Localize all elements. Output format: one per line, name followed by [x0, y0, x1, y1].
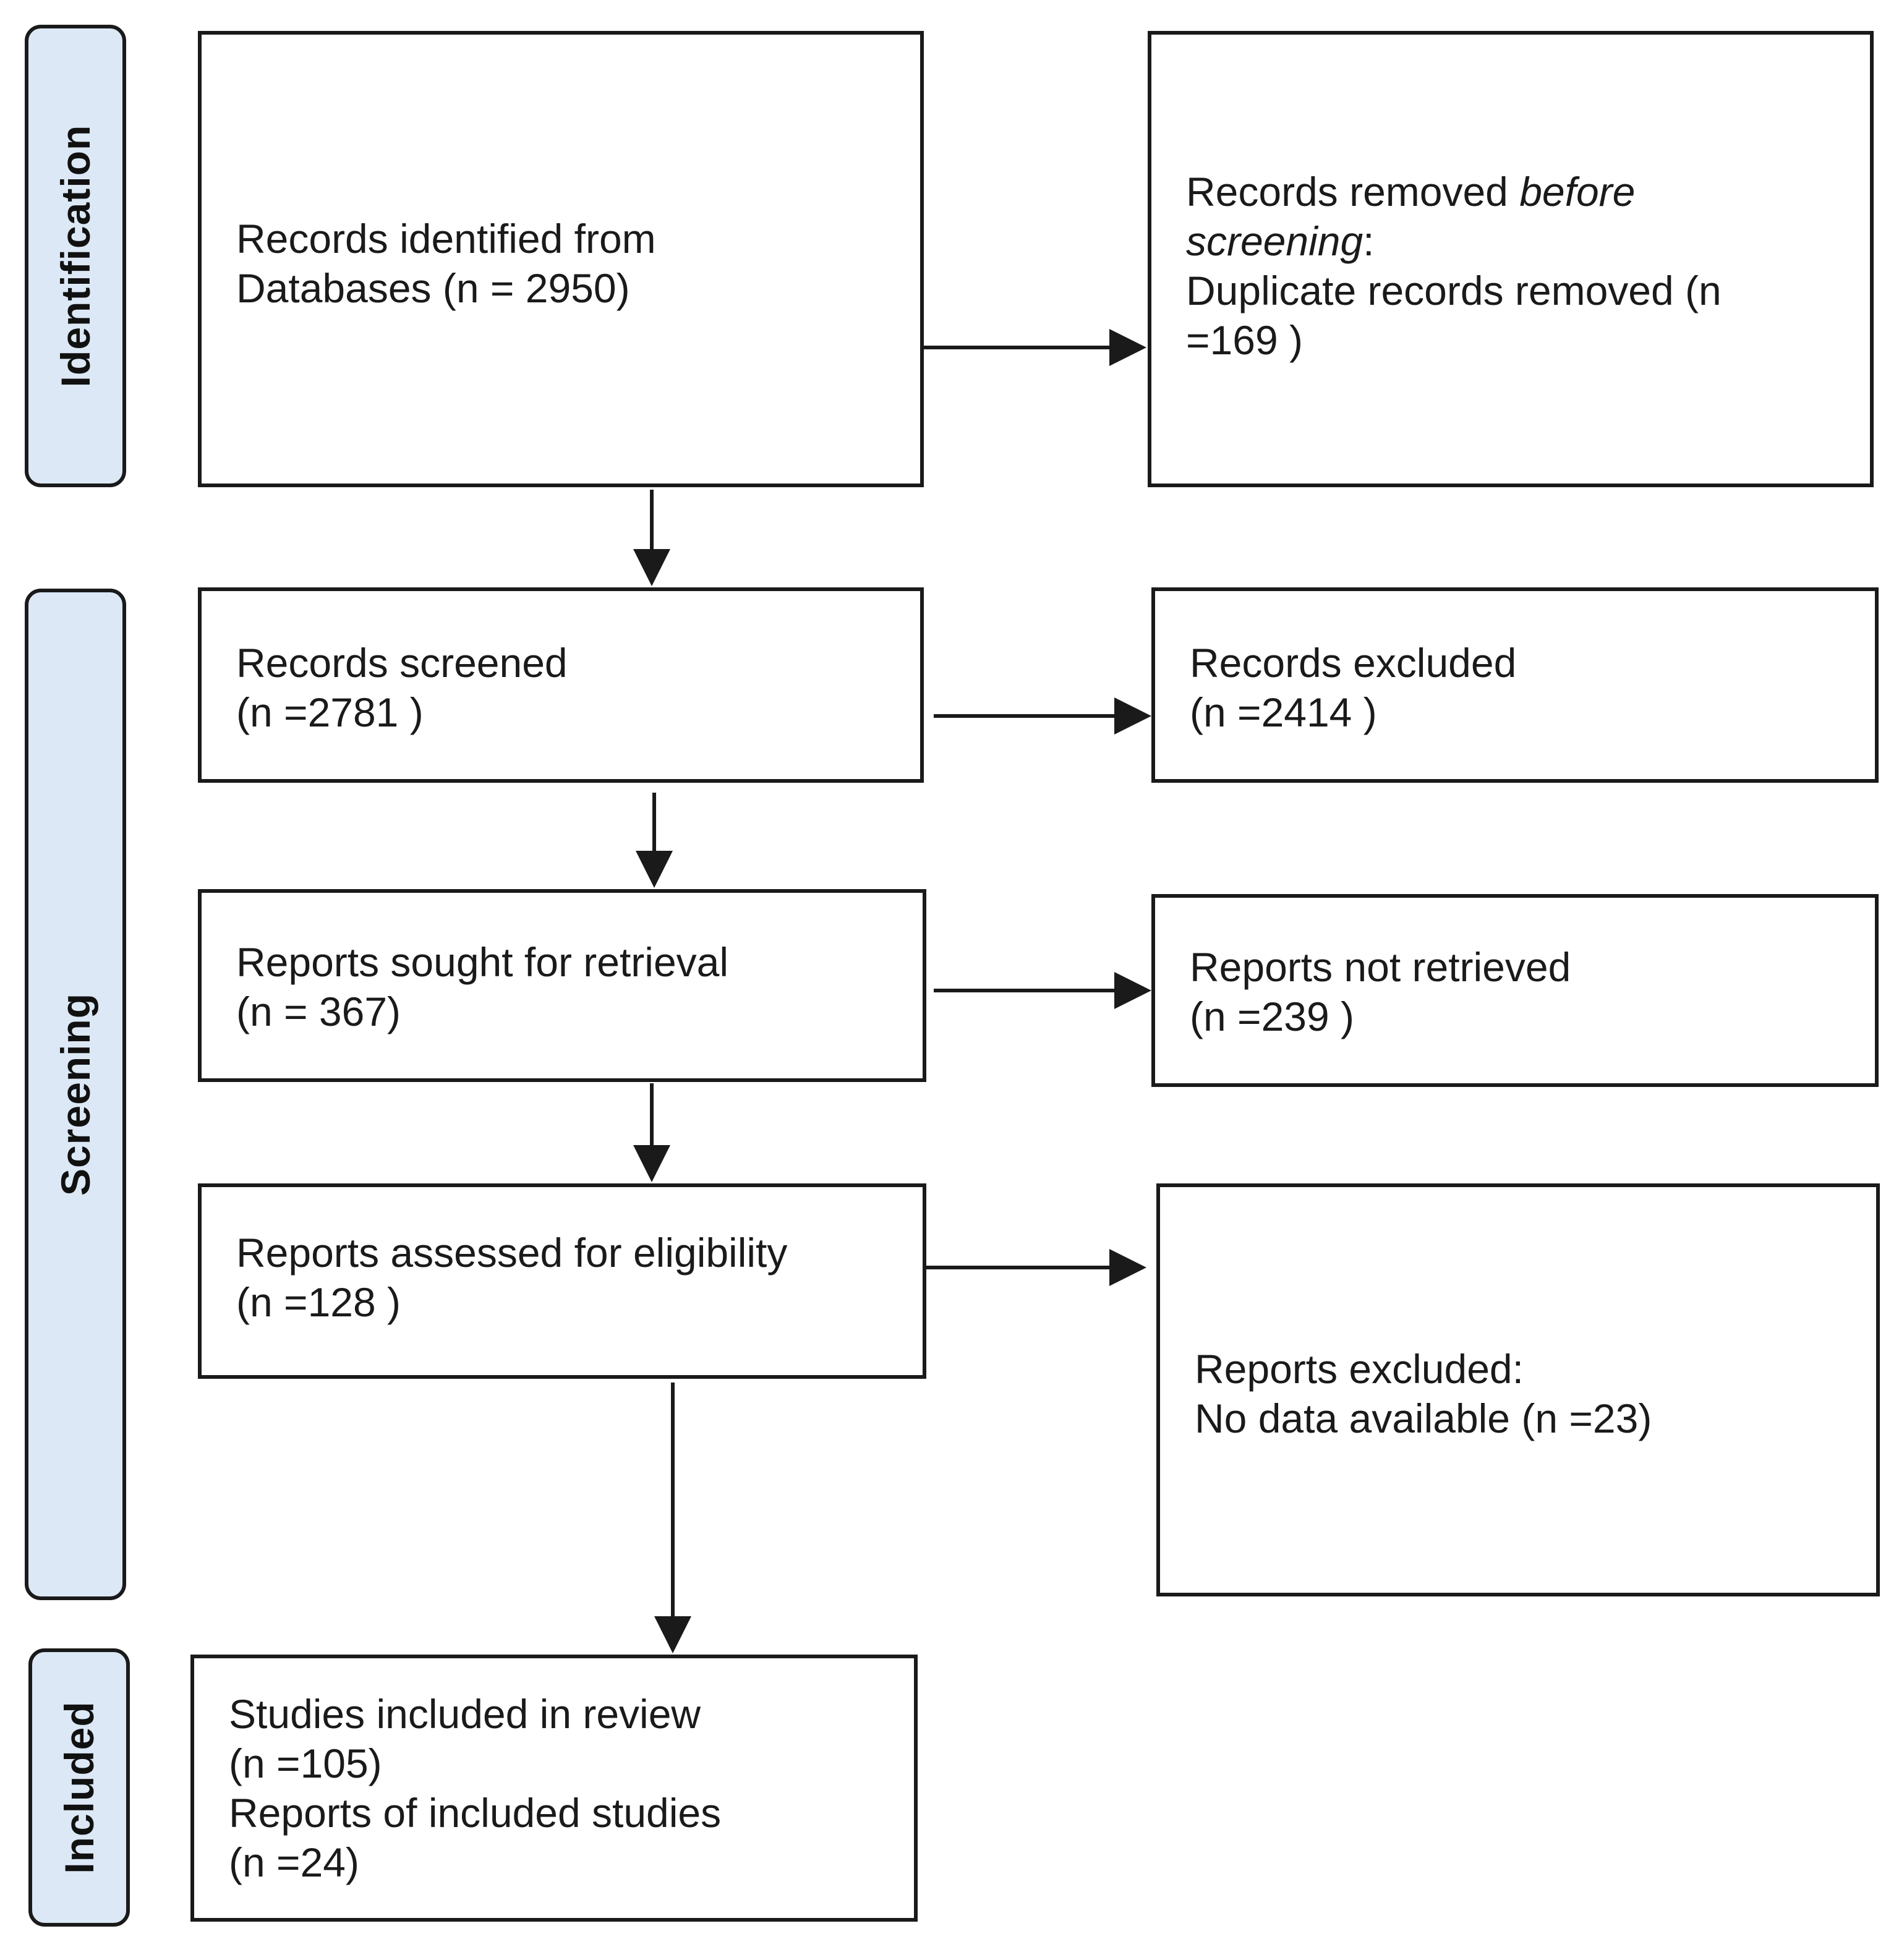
stage-label-included: Included — [28, 1648, 130, 1927]
records-removed-line1-regular: Records removed — [1186, 169, 1520, 215]
records-removed-line3: Duplicate records removed (n — [1186, 268, 1722, 313]
reports-sought-line1: Reports sought for retrieval — [236, 939, 729, 985]
stage-label-screening: Screening — [25, 589, 126, 1600]
records-screened-line2: (n =2781 ) — [236, 689, 424, 735]
records-removed-line4: =169 ) — [1186, 317, 1303, 363]
reports-sought-line2: (n = 367) — [236, 989, 401, 1034]
records-identified-line2: Databases (n = 2950) — [236, 265, 630, 311]
records-excluded-line2: (n =2414 ) — [1190, 689, 1377, 735]
studies-included-line1: Studies included in review — [229, 1691, 701, 1737]
records-removed-line2-italic: screening — [1186, 218, 1363, 264]
records-removed-line2-regular: : — [1363, 218, 1375, 264]
reports-excluded-line2: No data available (n =23) — [1195, 1395, 1652, 1441]
records-screened-line1: Records screened — [236, 640, 568, 686]
reports-assessed-line1: Reports assessed for eligibility — [236, 1230, 788, 1276]
stage-label-identification: Identification — [25, 25, 126, 487]
records-identified-box: Records identified from Databases (n = 2… — [198, 31, 924, 487]
records-removed-box: Records removed before screening: Duplic… — [1148, 31, 1874, 487]
studies-included-line4: (n =24) — [229, 1839, 359, 1885]
reports-not-retrieved-line1: Reports not retrieved — [1190, 944, 1571, 990]
reports-assessed-box: Reports assessed for eligibility (n =128… — [198, 1183, 926, 1379]
reports-not-retrieved-box: Reports not retrieved (n =239 ) — [1151, 894, 1879, 1087]
studies-included-line3: Reports of included studies — [229, 1790, 722, 1836]
studies-included-line2: (n =105) — [229, 1741, 382, 1786]
records-excluded-line1: Records excluded — [1190, 640, 1517, 686]
reports-assessed-line2: (n =128 ) — [236, 1279, 401, 1325]
records-removed-line1: Records removed before — [1186, 167, 1722, 216]
studies-included-box: Studies included in review (n =105) Repo… — [190, 1655, 918, 1922]
reports-sought-box: Reports sought for retrieval (n = 367) — [198, 889, 926, 1082]
records-removed-line1-italic: before — [1519, 169, 1636, 215]
records-excluded-box: Records excluded (n =2414 ) — [1151, 587, 1879, 783]
records-identified-line1: Records identified from — [236, 216, 656, 262]
records-screened-box: Records screened (n =2781 ) — [198, 587, 924, 783]
reports-excluded-box: Reports excluded: No data available (n =… — [1156, 1183, 1880, 1596]
reports-not-retrieved-line2: (n =239 ) — [1190, 994, 1354, 1039]
reports-excluded-line1: Reports excluded: — [1195, 1346, 1524, 1392]
records-removed-line2: screening: — [1186, 216, 1722, 266]
